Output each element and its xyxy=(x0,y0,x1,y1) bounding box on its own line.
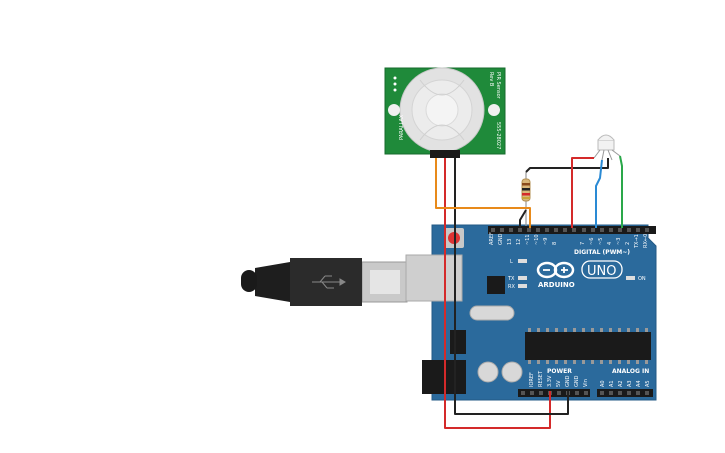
pir-label: PIR Sensor xyxy=(495,72,501,100)
usb-icon xyxy=(312,275,346,289)
pin-label: ~9 xyxy=(543,238,549,245)
wire-red-5v[interactable] xyxy=(444,158,551,429)
usb-cable-end xyxy=(241,270,257,292)
pin-label: 12 xyxy=(516,239,522,245)
wire-green-led[interactable] xyxy=(619,155,623,228)
wire-orange-signal[interactable] xyxy=(435,158,531,228)
mount-hole xyxy=(388,104,400,116)
led-tx-label: TX xyxy=(507,276,515,282)
digital-header-label: DIGITAL (PWM~) xyxy=(574,249,630,256)
capacitor xyxy=(477,361,499,383)
board-model: UNO xyxy=(587,264,616,279)
pin-label: 13 xyxy=(507,239,513,245)
pin-label: 8 xyxy=(552,242,558,245)
pin-label: ~5 xyxy=(598,238,604,245)
crystal-oscillator xyxy=(469,305,515,321)
pin-label: RESET xyxy=(538,370,544,387)
analog-header xyxy=(597,389,653,397)
pin-label: A4 xyxy=(636,380,642,387)
pin-label: 2 xyxy=(625,242,631,245)
power-pin-labels: IOREF RESET 3.3V 5V GND GND Vin xyxy=(529,370,589,387)
pir-header xyxy=(430,150,460,158)
led-l-label: L xyxy=(510,259,513,265)
led-rx-label: RX xyxy=(508,284,515,290)
pin-label: A0 xyxy=(600,380,606,387)
power-header-label: POWER xyxy=(547,368,572,375)
usb-cable[interactable] xyxy=(241,258,408,306)
rgb-led[interactable] xyxy=(593,134,621,161)
arduino-logo-icon xyxy=(536,261,575,279)
usb-port xyxy=(405,254,463,302)
arduino-uno-board[interactable]: AREF GND 13 12 ~11 ~10 ~9 8 7 ~6 ~5 4 ~3… xyxy=(405,224,657,401)
digital-pin-labels: 13 12 ~11 ~10 ~9 8 7 ~6 ~5 4 ~3 2 TX→1 R… xyxy=(507,234,649,249)
pin-label: ~11 xyxy=(525,234,531,245)
pin-label: A3 xyxy=(627,380,633,387)
pin-label-aref: AREF xyxy=(489,232,495,245)
pir-vendor: PARALLAX xyxy=(399,114,405,140)
pin-label: 7 xyxy=(580,242,586,245)
pin-label: GND xyxy=(565,375,571,387)
resistor[interactable] xyxy=(521,172,531,226)
pir-part-number: 555-28027 xyxy=(495,122,501,149)
pin-label: 3.3V xyxy=(547,375,553,387)
pin-label: ~6 xyxy=(589,238,595,245)
analog-pin-labels: A0 A1 A2 A3 A4 A5 xyxy=(600,380,651,387)
pin-label: 5V xyxy=(556,380,562,387)
pin-label: GND xyxy=(574,375,580,387)
pin-label: A5 xyxy=(645,380,651,387)
pin-label: A1 xyxy=(609,380,615,387)
board-brand: ARDUINO xyxy=(538,281,575,289)
pin-label: IOREF xyxy=(529,372,535,387)
power-header xyxy=(518,389,590,397)
voltage-regulator xyxy=(450,330,466,354)
atmega-chip xyxy=(525,332,651,360)
wire-red-led[interactable] xyxy=(571,157,594,228)
led-tx xyxy=(518,276,527,280)
pin-label: A2 xyxy=(618,380,624,387)
wire-blue-led[interactable] xyxy=(595,159,603,228)
wire-black-gnd[interactable] xyxy=(454,158,569,415)
pin-label: ~3 xyxy=(616,238,622,245)
led-on xyxy=(626,276,635,280)
pin-label: ~10 xyxy=(534,234,540,245)
pin-label: Vin xyxy=(583,379,589,387)
pir-rev: Rev B xyxy=(488,72,494,87)
analog-header-label: ANALOG IN xyxy=(612,368,649,375)
led-l xyxy=(518,259,527,263)
capacitor xyxy=(501,361,523,383)
led-rx xyxy=(518,284,527,288)
wire-black-led-common[interactable] xyxy=(525,158,609,173)
pir-sensor[interactable]: PARALLAX 555-28027 PIR Sensor Rev B xyxy=(384,67,506,158)
wires xyxy=(435,155,623,429)
pin-label-gnd: GND xyxy=(498,233,504,245)
pin-label: TX→1 xyxy=(634,234,640,249)
pin-label: 4 xyxy=(607,242,613,245)
led-on-label: ON xyxy=(638,276,646,282)
mount-hole xyxy=(488,104,500,116)
pin-label: RX←0 xyxy=(643,234,649,248)
usb-chip xyxy=(487,276,505,294)
